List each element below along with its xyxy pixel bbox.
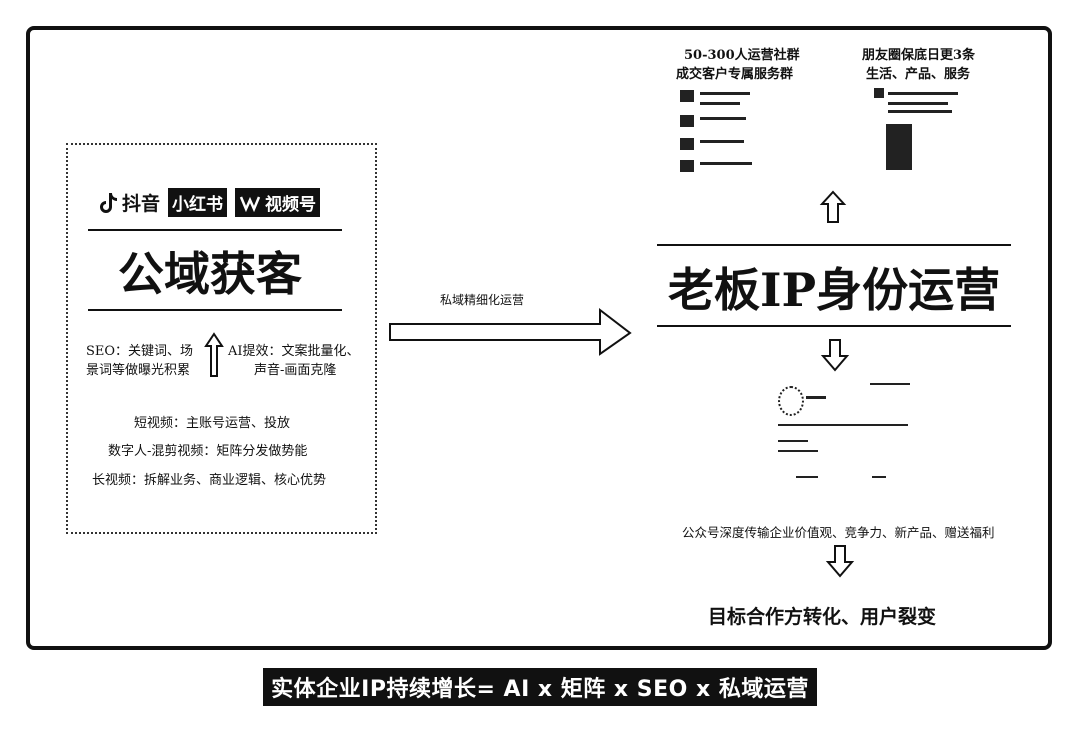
platform-xiaohongshu: 小红书: [168, 188, 228, 217]
down-arrow-icon: [825, 545, 855, 578]
video-line-short: 短视频：主账号运营、投放: [134, 416, 291, 431]
public-acquisition-title: 公域获客: [118, 247, 302, 301]
platform-channels: 视频号: [235, 188, 321, 217]
public-acquisition-panel: [66, 143, 377, 534]
center-divider-bottom: [657, 325, 1011, 327]
ai-text-line1: AI提效：文案批量化、: [228, 344, 360, 359]
group-title-2: 成交客户专属服务群: [676, 67, 794, 82]
moments-title-2: 生活、产品、服务: [866, 67, 971, 82]
moments-title-1: 朋友圈保底日更3条: [862, 48, 976, 63]
platform-label: 视频号: [265, 195, 317, 215]
seo-text-line2: 景词等做曝光积累: [86, 363, 191, 378]
boss-ip-title: 老板IP身份运营: [668, 263, 1001, 317]
platform-label: 小红书: [168, 188, 228, 217]
video-line-long: 长视频：拆解业务、商业逻辑、核心优势: [92, 473, 327, 488]
up-arrow-icon: [204, 332, 224, 377]
tiktok-icon: [100, 192, 117, 213]
ai-text-line2: 声音-画面克隆: [254, 363, 337, 378]
right-arrow-icon: [389, 307, 632, 356]
platform-label: 抖音: [122, 193, 161, 215]
down-arrow-icon: [820, 339, 850, 372]
divider-bottom: [88, 309, 342, 311]
up-arrow-icon: [819, 190, 847, 223]
seo-text-line1: SEO：关键词、场: [86, 344, 194, 359]
platform-logos: 抖音 小红书 视频号: [98, 188, 321, 217]
bottom-caption: 实体企业IP持续增长= AI x 矩阵 x SEO x 私域运营: [0, 668, 1080, 706]
center-divider-top: [657, 244, 1011, 246]
caption-text: 实体企业IP持续增长= AI x 矩阵 x SEO x 私域运营: [263, 668, 817, 706]
platform-douyin: 抖音: [98, 189, 160, 216]
goal-text: 目标合作方转化、用户裂变: [708, 606, 937, 628]
group-title-1: 50-300人运营社群: [684, 48, 800, 63]
diagram-frame: [26, 26, 1052, 650]
private-ops-label: 私域精细化运营: [440, 293, 525, 307]
video-line-avatar: 数字人-混剪视频：矩阵分发做势能: [108, 444, 308, 459]
divider-top: [88, 229, 342, 231]
wechat-channels-icon: [239, 196, 261, 212]
official-account-note: 公众号深度传输企业价值观、竞争力、新产品、赠送福利: [682, 525, 995, 540]
